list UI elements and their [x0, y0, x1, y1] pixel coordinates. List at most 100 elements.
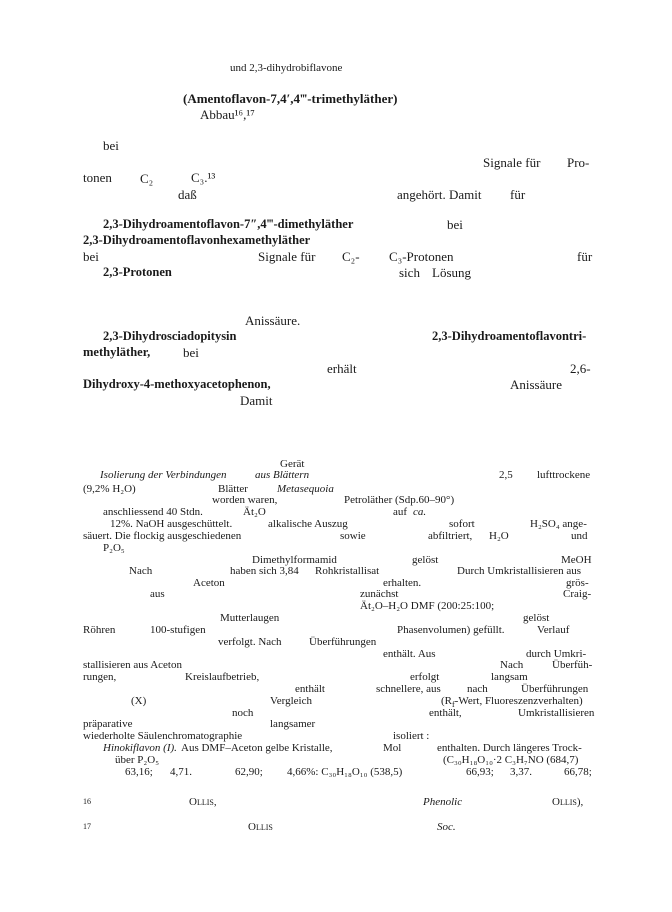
word-groes: grös- — [566, 577, 589, 589]
word-sich: sich — [399, 265, 420, 280]
word-nach-3: nach — [467, 683, 488, 695]
word-langsamer: langsamer — [270, 718, 316, 730]
footnote-soc: Soc. — [437, 821, 456, 833]
word-rohkrist: Rohkristallisat — [315, 565, 380, 577]
word-geloest-2: gelöst — [523, 612, 550, 624]
word-kreislauf: Kreislaufbetrieb, — [185, 671, 260, 683]
footnote-ollis-3: Ollis — [248, 821, 273, 833]
word-pro: Pro- — [567, 155, 590, 170]
word-metasequoia: Metasequoia — [277, 483, 334, 495]
word-enthaelt-aus: enthält. Aus — [383, 648, 436, 660]
compound-sciadopitysin: 2,3-Dihydrosciadopitysin — [103, 329, 237, 343]
word-phasen: Phasenvolumen) gefüllt. — [397, 624, 505, 636]
compound-hexamethyl: 2,3-Dihydroamentoflavonhexamethyläther — [83, 233, 311, 247]
word-enthaelt: enthält — [295, 683, 325, 695]
word-vergleich: Vergleich — [270, 695, 312, 707]
anal-value-1: 63,16; — [125, 766, 153, 778]
word-loesung: Lösung — [432, 265, 471, 280]
word-ueberfuehr: Überfüh- — [552, 659, 593, 671]
word-signale-2: Signale für — [258, 249, 316, 264]
word-bei: bei — [103, 138, 119, 153]
word-blaetter: Blätter — [218, 483, 248, 495]
word-roehren: Röhren — [83, 624, 116, 636]
compound-dimethyl: 2,3-Dihydroamentoflavon-7″,4‴-dimethylät… — [103, 217, 354, 231]
word-sowie: sowie — [340, 530, 366, 542]
word-ueberf: Überführungen — [309, 636, 377, 648]
footnote-ollis-1: Ollis, — [189, 796, 217, 808]
word-anissaeure: Anissäure. — [245, 313, 301, 328]
solvent-system: Ät₂O–H₂O DMF (200:25:100; — [360, 600, 495, 612]
word-dass: daß — [178, 187, 197, 202]
word-at2o: Ät₂O — [243, 506, 266, 518]
word-stufigen: 100-stufigen — [150, 624, 206, 636]
word-abfiltriert: abfiltriert, — [428, 530, 473, 542]
word-signale: Signale für — [483, 155, 541, 170]
word-ca: ca. — [413, 506, 427, 518]
compound-hinokiflavon: Hinokiflavon (I). — [103, 742, 177, 754]
footnote-17-marker: 17 — [83, 822, 91, 831]
word-nach: Nach — [129, 565, 153, 577]
word-aus-blaettern: aus Blättern — [255, 469, 310, 481]
word-alk: alkalische Auszug — [268, 518, 348, 530]
word-wiederholte: wiederholte Säulenchromatographie — [83, 730, 243, 742]
word-tonen: tonen — [83, 170, 112, 185]
word-petrolaether: Petroläther (Sdp.60–90°) — [344, 494, 455, 506]
word-isoliert: isoliert : — [393, 730, 430, 742]
word-x: (X) — [131, 695, 147, 707]
word-enthaelt-2: enthält, — [429, 707, 462, 719]
word-saeuert: säuert. Die flockig ausgeschiedenen — [83, 530, 242, 542]
word-lufttrockene: lufttrockene — [537, 469, 591, 481]
word-26: 2,6- — [570, 361, 591, 376]
title-line: und 2,3-dihydrobiflavone — [230, 62, 343, 74]
word-verlauf: Verlauf — [537, 624, 570, 636]
word-geraet: Gerät — [280, 458, 305, 470]
word-c2: C₂ — [140, 171, 154, 186]
word-anschl: anschliessend 40 Stdn. — [103, 506, 203, 518]
word-aus: aus — [150, 588, 165, 600]
word-aceton: Aceton — [193, 577, 225, 589]
footnote-16-marker: 16 — [83, 797, 91, 806]
formula-solvate: (C₃₀H₁₈O₁₀·2 C₃H₇NO (684,7) — [443, 754, 579, 766]
word-enthalten: enthalten. Durch längeres Trock- — [437, 742, 582, 754]
word-haben: haben sich 3,84 — [230, 565, 299, 577]
word-bei-2: bei — [447, 217, 463, 232]
word-verfolgt: verfolgt. Nach — [218, 636, 282, 648]
compound-trimethyl: 2,3-Dihydroamentoflavontri- — [432, 329, 587, 343]
word-durch-umkri: durch Umkri- — [526, 648, 587, 660]
num-2-5: 2,5 — [499, 469, 513, 481]
word-worden: worden waren, — [212, 494, 278, 506]
word-bei-4: bei — [183, 345, 199, 360]
footnote-phenolic: Phenolic — [423, 796, 463, 808]
word-stall: stallisieren aus Aceton — [83, 659, 182, 671]
word-angehoert: angehört. Damit — [397, 187, 482, 202]
word-mol: Mol — [383, 742, 402, 754]
word-geloest: gelöst — [412, 554, 439, 566]
word-rungen: rungen, — [83, 671, 117, 683]
word-durch-umkrist: Durch Umkristallisieren aus — [457, 565, 582, 577]
word-noch: noch — [232, 707, 254, 719]
word-und: und — [571, 530, 588, 542]
word-sofort: sofort — [449, 518, 475, 530]
word-damit: Damit — [240, 393, 273, 408]
word-erfolgt: erfolgt — [410, 671, 440, 683]
word-mutterlaugen: Mutterlaugen — [220, 612, 280, 624]
word-erhalten: erhalten. — [383, 577, 422, 589]
word-nach-2: Nach — [500, 659, 524, 671]
word-dmf: Dimethylformamid — [252, 554, 337, 566]
word-fuer: für — [510, 187, 526, 202]
compound-methylaether: methyläther, — [83, 345, 151, 359]
subheading-isolierung: Isolierung der Verbindungen — [100, 469, 227, 481]
word-ueberf-2: Überführungen — [521, 683, 589, 695]
word-c3-protonen: C₃-Protonen — [389, 249, 454, 264]
word-erhaelt: erhält — [327, 361, 357, 376]
word-praep: präparative — [83, 718, 133, 730]
word-umkrist: Umkristallisieren — [518, 707, 595, 719]
word-aus-dmf: Aus DMF–Aceton gelbe Kristalle, — [181, 742, 333, 754]
anal-value-6: 3,37. — [510, 766, 532, 778]
word-c2-2: C₂- — [342, 249, 360, 264]
compound-dihydroxy: Dihydroxy-4-methoxyacetophenon, — [83, 377, 271, 391]
heading-compound: (Amentoflavon-7,4′,4‴-trimethyläther) — [183, 91, 398, 106]
word-auf: auf — [393, 506, 408, 518]
word-naoh: 12%. NaOH ausgeschüttelt. — [110, 518, 233, 530]
anal-value-7: 66,78; — [564, 766, 592, 778]
